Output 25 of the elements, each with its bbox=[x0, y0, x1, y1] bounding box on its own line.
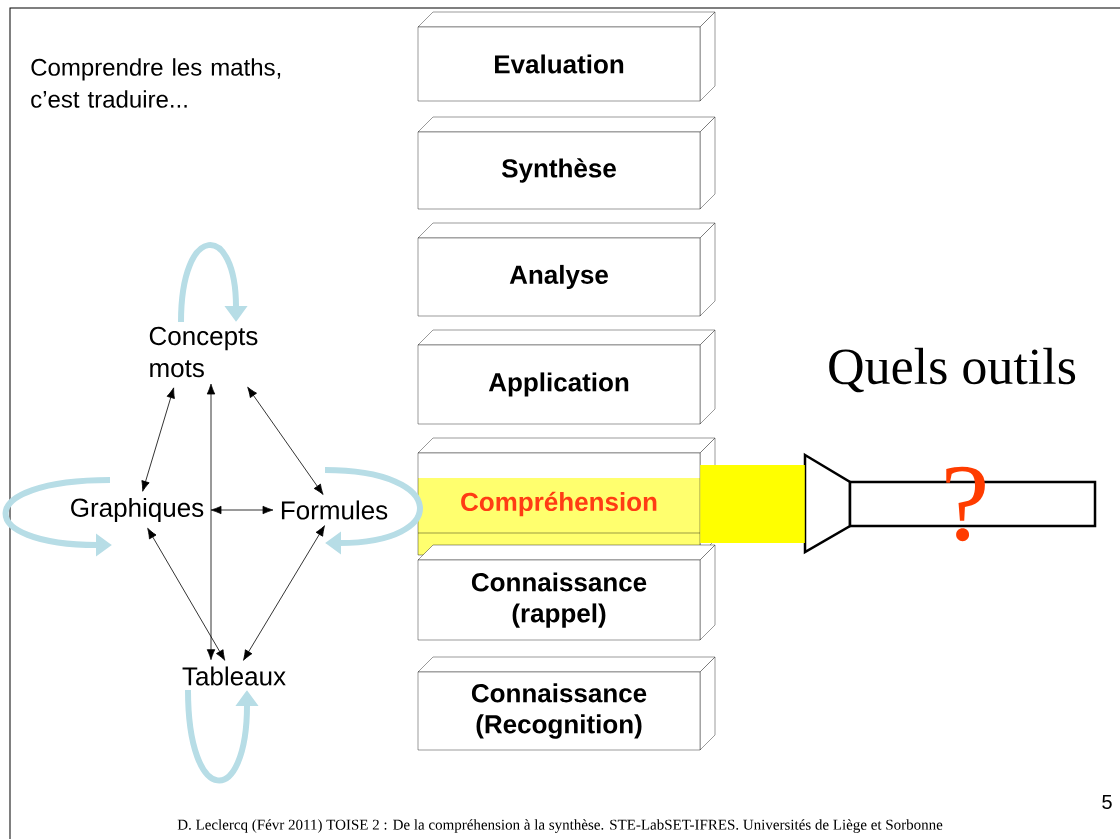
loop-arrow bbox=[324, 467, 423, 555]
loop-arrow bbox=[178, 242, 248, 323]
highlight-band bbox=[700, 465, 805, 543]
arrow bbox=[247, 386, 324, 495]
arrow bbox=[206, 383, 216, 660]
level-block: Synthèse bbox=[417, 116, 716, 210]
note-text: Comprendre les maths, c’est traduire... bbox=[31, 58, 281, 108]
level-block: Analyse bbox=[417, 222, 716, 317]
node-label: Compréhension bbox=[461, 491, 657, 517]
level-block: Connaissance (rappel) bbox=[417, 544, 716, 641]
arrow bbox=[141, 387, 175, 492]
level-block: Connaissance (Recognition) bbox=[417, 656, 716, 751]
concept-label: Concepts mots bbox=[149, 326, 258, 378]
arrow bbox=[147, 527, 226, 661]
level-block: Application bbox=[417, 329, 716, 425]
level-block: Evaluation bbox=[417, 11, 716, 102]
concept-label: Formules bbox=[281, 500, 388, 520]
concept-label: Graphiques bbox=[71, 497, 204, 523]
arrow bbox=[210, 505, 274, 515]
concept-label: Tableaux bbox=[182, 666, 286, 686]
arrow bbox=[243, 525, 325, 661]
footer-caption: D. Leclercq (Févr 2011) TOISE 2 : De la compréhension à la synthèse. STE-LabSET-IFRES. Universités de Liège et Sorbonne bbox=[177, 819, 943, 833]
note-text: Quels outils bbox=[829, 347, 1076, 393]
level-block: Compréhension bbox=[417, 437, 716, 556]
note-text: 5 bbox=[1102, 795, 1112, 809]
